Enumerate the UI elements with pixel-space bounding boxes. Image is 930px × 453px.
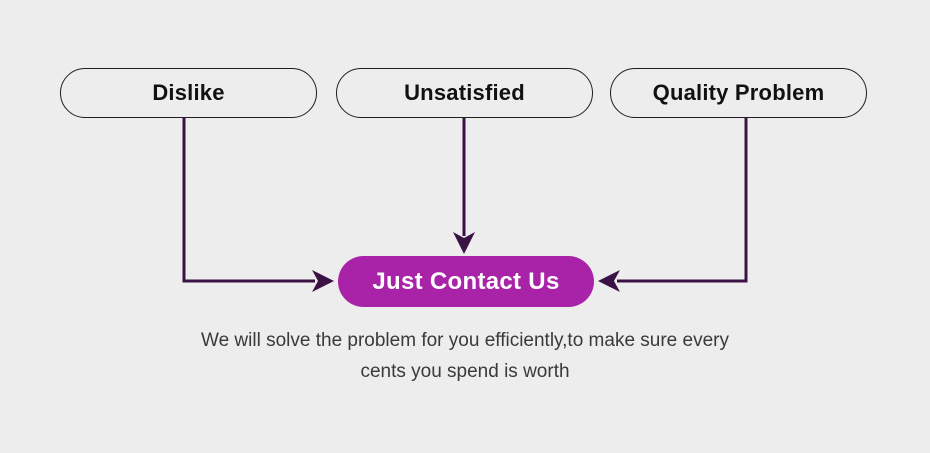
arrow-unsatisfied-to-cta (453, 118, 475, 254)
caption-line-2: cents you spend is worth (360, 361, 570, 382)
node-dislike: Dislike (60, 68, 317, 118)
just-contact-us-label: Just Contact Us (372, 267, 560, 295)
node-dislike-label: Dislike (152, 80, 225, 105)
caption-line-1: We will solve the problem for you effici… (200, 330, 729, 351)
node-unsatisfied: Unsatisfied (336, 68, 593, 118)
arrow-quality-to-cta (598, 118, 748, 292)
caption: We will solve the problem for you effici… (0, 325, 930, 387)
arrow-dislike-to-cta (182, 118, 334, 292)
node-unsatisfied-label: Unsatisfied (404, 80, 525, 105)
just-contact-us-button[interactable]: Just Contact Us (338, 256, 594, 307)
node-quality-problem-label: Quality Problem (652, 80, 825, 105)
node-quality-problem: Quality Problem (610, 68, 867, 118)
